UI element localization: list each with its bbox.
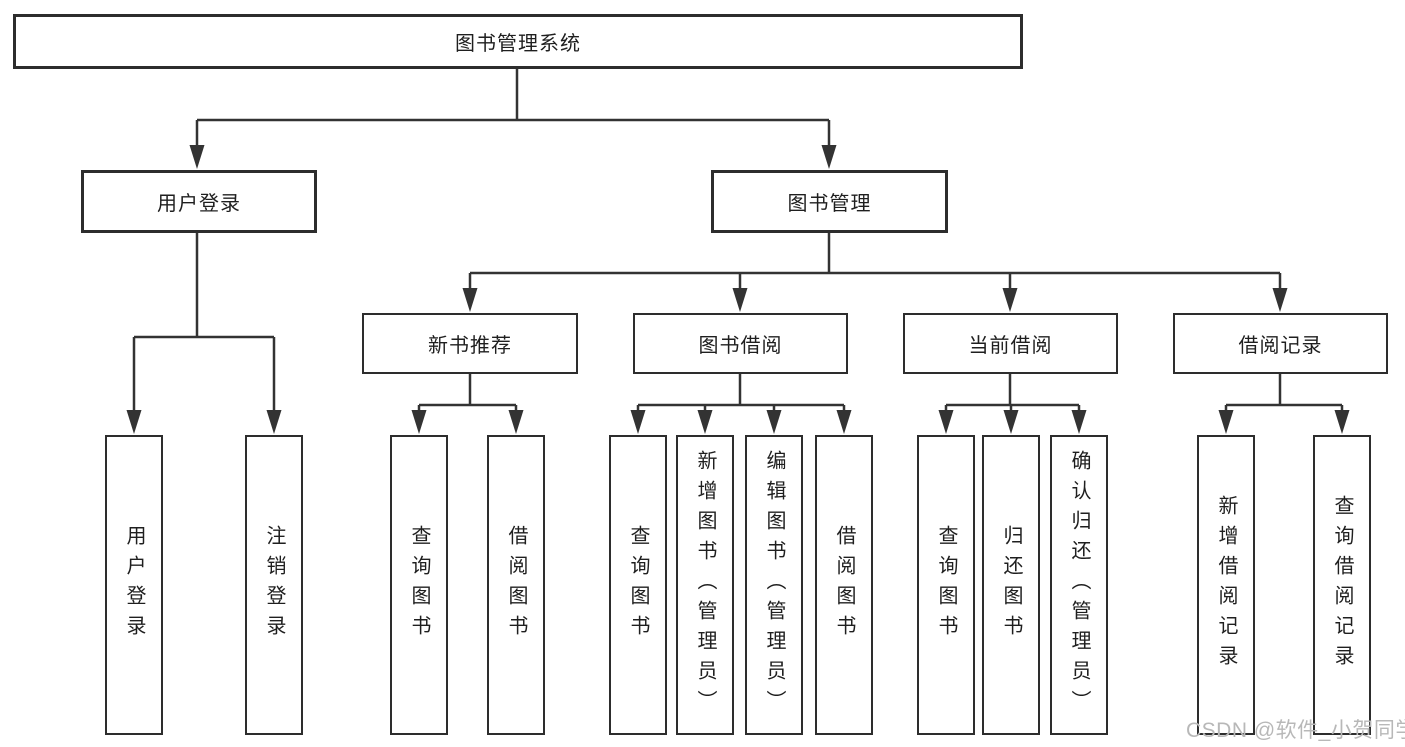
arrow-down-icon	[697, 410, 713, 434]
arrow-down-icon	[1071, 410, 1087, 434]
leaf-query-books-borrow: 查询图书	[609, 435, 667, 735]
arrow-down-icon	[766, 410, 782, 434]
leaf-confirm-return-admin: 确认归还（管理员）	[1050, 435, 1108, 735]
node-label: 图书管理	[787, 193, 872, 215]
node-new-book-recommend: 新书推荐	[362, 313, 578, 374]
node-current-borrow: 当前借阅	[903, 313, 1118, 374]
leaf-label: 确认归还（管理员）	[1068, 450, 1090, 720]
arrow-down-icon	[938, 410, 954, 434]
leaf-label: 编辑图书（管理员）	[763, 450, 785, 720]
leaf-label: 查询借阅记录	[1331, 495, 1353, 675]
leaf-label: 新增图书（管理员）	[694, 450, 716, 720]
arrow-down-icon	[1003, 410, 1019, 434]
leaf-label: 查询图书	[627, 525, 649, 645]
node-label: 借阅记录	[1238, 335, 1323, 357]
leaf-borrow-books: 借阅图书	[815, 435, 873, 735]
node-book-management: 图书管理	[711, 170, 948, 233]
arrow-down-icon	[836, 410, 852, 434]
leaf-borrow-books-recommend: 借阅图书	[487, 435, 545, 735]
leaf-label: 查询图书	[935, 525, 957, 645]
arrow-down-icon	[508, 410, 524, 434]
arrow-down-icon	[126, 410, 142, 434]
leaf-add-books-admin: 新增图书（管理员）	[676, 435, 734, 735]
leaf-label: 借阅图书	[833, 525, 855, 645]
node-label: 用户登录	[157, 193, 241, 215]
node-book-borrow: 图书借阅	[633, 313, 848, 374]
node-user-login: 用户登录	[81, 170, 317, 233]
arrow-down-icon	[821, 145, 837, 169]
leaf-label: 注销登录	[263, 525, 285, 645]
node-library-management-system: 图书管理系统	[13, 14, 1023, 69]
leaf-query-books-recommend: 查询图书	[390, 435, 448, 735]
leaf-query-books-current: 查询图书	[917, 435, 975, 735]
leaf-user-login: 用户登录	[105, 435, 163, 735]
leaf-edit-books-admin: 编辑图书（管理员）	[745, 435, 803, 735]
arrow-down-icon	[462, 288, 478, 312]
arrow-down-icon	[411, 410, 427, 434]
node-label: 图书管理系统	[455, 33, 581, 55]
arrow-down-icon	[1334, 410, 1350, 434]
leaf-label: 新增借阅记录	[1215, 495, 1237, 675]
leaf-label: 借阅图书	[505, 525, 527, 645]
node-label: 图书借阅	[698, 335, 783, 357]
arrow-down-icon	[266, 410, 282, 434]
leaf-query-borrow-record: 查询借阅记录	[1313, 435, 1371, 735]
leaf-label: 用户登录	[123, 525, 145, 645]
leaf-label: 归还图书	[1000, 525, 1022, 645]
arrow-down-icon	[1002, 288, 1018, 312]
arrow-down-icon	[189, 145, 205, 169]
arrow-down-icon	[1272, 288, 1288, 312]
arrow-down-icon	[1218, 410, 1234, 434]
csdn-watermark: CSDN @软件_小贺同学	[1186, 719, 1405, 742]
leaf-add-borrow-record: 新增借阅记录	[1197, 435, 1255, 735]
node-label: 新书推荐	[428, 335, 512, 357]
arrow-down-icon	[732, 288, 748, 312]
node-borrow-records: 借阅记录	[1173, 313, 1388, 374]
node-label: 当前借阅	[968, 335, 1053, 357]
leaf-label: 查询图书	[408, 525, 430, 645]
arrow-down-icon	[630, 410, 646, 434]
leaf-return-books: 归还图书	[982, 435, 1040, 735]
leaf-logout: 注销登录	[245, 435, 303, 735]
